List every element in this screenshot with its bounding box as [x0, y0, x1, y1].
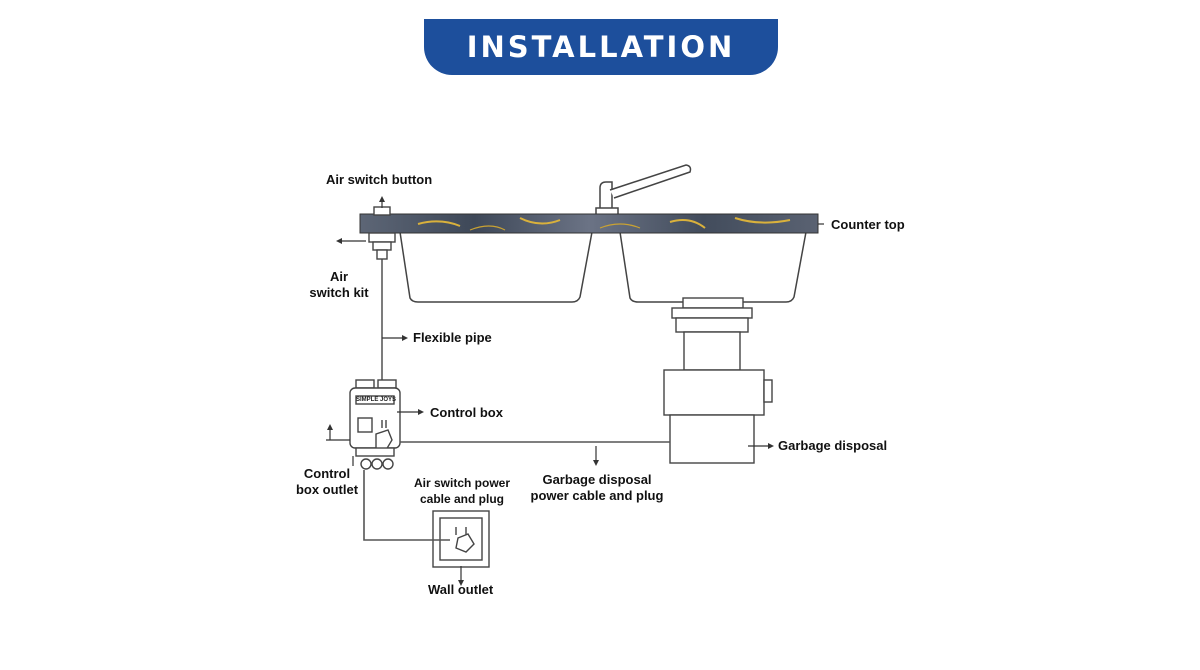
air-switch-power-cable	[363, 470, 450, 541]
counter-top	[359, 213, 819, 234]
wall-outlet-label: Wall outlet	[428, 582, 494, 597]
gd-power-label: Garbage disposal power cable and plug	[530, 472, 664, 503]
wall-outlet	[432, 510, 490, 568]
control-box-brand: SIMPLE JOYS	[356, 397, 397, 403]
sink-left	[399, 231, 593, 303]
air-switch-button-label: Air switch button	[326, 172, 433, 187]
garbage-disposal	[663, 297, 773, 464]
arrow-heads	[327, 196, 774, 586]
air-switch-kit-label: Air switch kit	[309, 269, 369, 300]
faucet	[595, 164, 692, 217]
garbage-disposal-label: Garbage disposal	[778, 438, 888, 453]
control-box-outlet-label: Control box outlet	[295, 466, 359, 497]
flexible-pipe-label: Flexible pipe	[413, 330, 492, 345]
sink-right	[619, 231, 807, 303]
air-switch-kit	[368, 206, 396, 260]
counter-top-label: Counter top	[831, 217, 905, 232]
control-box	[349, 379, 401, 470]
page-title: INSTALLATION	[466, 30, 736, 64]
air-switch-power-label: Air switch power cable and plug	[413, 476, 511, 506]
title-banner: INSTALLATION	[424, 19, 778, 75]
control-box-label: Control box	[430, 405, 503, 420]
